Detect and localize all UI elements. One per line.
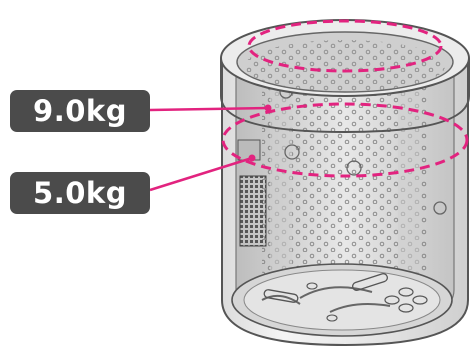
pulsator <box>232 264 452 336</box>
capacity-label-9kg: 9.0kg <box>10 90 150 132</box>
leader-dot-lower <box>249 155 256 162</box>
capacity-label-5kg: 5.0kg <box>10 172 150 214</box>
leader-dot-upper <box>265 105 272 112</box>
